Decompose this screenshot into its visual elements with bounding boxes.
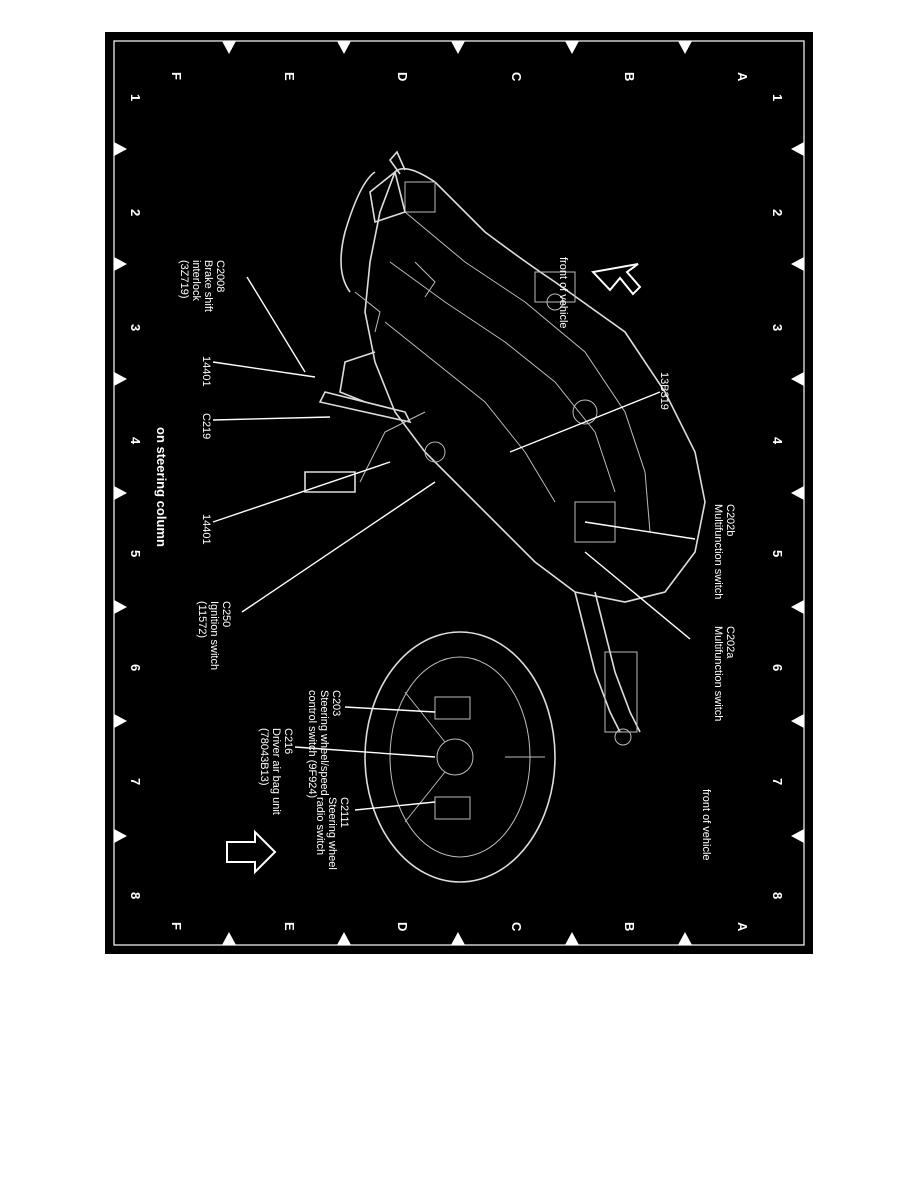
- label-c2008-line-0: C2008: [214, 260, 226, 292]
- label-p14401_a-line-0: 14401: [200, 356, 212, 387]
- label-c202b-line-0: C202b: [724, 504, 736, 536]
- label-c203-line-1: Steering wheel/speed: [318, 690, 330, 796]
- label-front_upper: front of vehicle: [557, 257, 569, 329]
- label-c202a-line-1: Multifunction switch: [712, 626, 724, 721]
- grid-labels: A A B B C C D D E E F F 1 1 2 2 3 3 4 4 5 5 6 6 7 7 8 8: [128, 72, 785, 932]
- grid-row-bottom-B: B: [622, 922, 637, 931]
- grid-row-top-C: C: [509, 72, 524, 82]
- label-c202a-line-0: C202a: [724, 626, 736, 659]
- label-c203-line-0: C203: [330, 690, 342, 716]
- grid-col-left-2: 2: [128, 209, 143, 216]
- label-c216-line-1: Driver air bag unit: [270, 728, 282, 815]
- label-c202b-line-1: Multifunction switch: [712, 504, 724, 599]
- label-c250-line-0: C250: [220, 601, 232, 627]
- label-c219-line-0: C219: [200, 413, 212, 439]
- label-c203-line-2: control switch (9F924): [306, 690, 318, 798]
- grid-row-bottom-D: D: [395, 922, 410, 931]
- grid-row-top-F: F: [169, 72, 184, 80]
- label-c2008-line-1: Brake shift: [202, 260, 214, 312]
- leader-lines: [212, 276, 696, 811]
- label-c2111-line-0: C2111: [338, 797, 350, 828]
- grid-col-right-2: 2: [770, 209, 785, 216]
- grid-col-right-5: 5: [770, 550, 785, 557]
- label-p13b319-line-0: 13B319: [658, 372, 670, 410]
- grid-row-bottom-F: F: [169, 922, 184, 930]
- grid-col-left-7: 7: [128, 778, 143, 785]
- label-c2111-line-1: Steering wheel: [326, 797, 338, 870]
- label-c2008-line-3: (3Z719): [178, 260, 190, 299]
- grid-row-bottom-C: C: [509, 922, 524, 932]
- grid-row-top-D: D: [395, 72, 410, 81]
- diagram-sheet: A A B B C C D D E E F F 1 1 2 2 3 3 4 4 5 5 6 6 7 7 8 8: [105, 32, 813, 954]
- grid-col-right-1: 1: [770, 94, 785, 101]
- grid-row-bottom-E: E: [282, 922, 297, 931]
- grid-col-left-4: 4: [128, 437, 143, 445]
- grid-row-top-A: A: [735, 72, 750, 82]
- label-front_lower: front of vehicle: [700, 789, 712, 861]
- grid-markers: [114, 41, 804, 945]
- label-c250-line-2: (11572): [196, 601, 208, 638]
- front-arrow-upper: [591, 263, 642, 296]
- grid-col-left-1: 1: [128, 94, 143, 101]
- label-p14401_b-line-0: 14401: [200, 514, 212, 545]
- steering-column-illustration: [304, 150, 706, 746]
- grid-col-left-8: 8: [128, 892, 143, 899]
- label-c216-line-0: C216: [282, 728, 294, 754]
- label-c2008-line-2: interlock: [190, 260, 202, 301]
- grid-col-right-7: 7: [770, 778, 785, 785]
- front-arrow-lower: [226, 829, 277, 875]
- wiring-diagram: A A B B C C D D E E F F 1 1 2 2 3 3 4 4 5 5 6 6 7 7 8 8: [113, 40, 805, 946]
- label-c2111-line-2: radio switch: [314, 797, 326, 855]
- grid-col-right-6: 6: [770, 664, 785, 671]
- grid-col-left-6: 6: [128, 664, 143, 671]
- label-c216-line-2: (78043B13): [258, 728, 270, 786]
- grid-row-top-B: B: [622, 72, 637, 81]
- grid-row-bottom-A: A: [735, 922, 750, 932]
- grid-row-top-E: E: [282, 72, 297, 81]
- grid-col-left-3: 3: [128, 324, 143, 331]
- diagram-title: on steering column: [154, 427, 169, 547]
- grid-col-right-3: 3: [770, 324, 785, 331]
- steering-wheel-illustration: [364, 631, 556, 883]
- grid-col-right-8: 8: [770, 892, 785, 899]
- grid-col-right-4: 4: [770, 437, 785, 445]
- label-c250-line-1: Ignition switch: [208, 601, 220, 670]
- grid-col-left-5: 5: [128, 550, 143, 557]
